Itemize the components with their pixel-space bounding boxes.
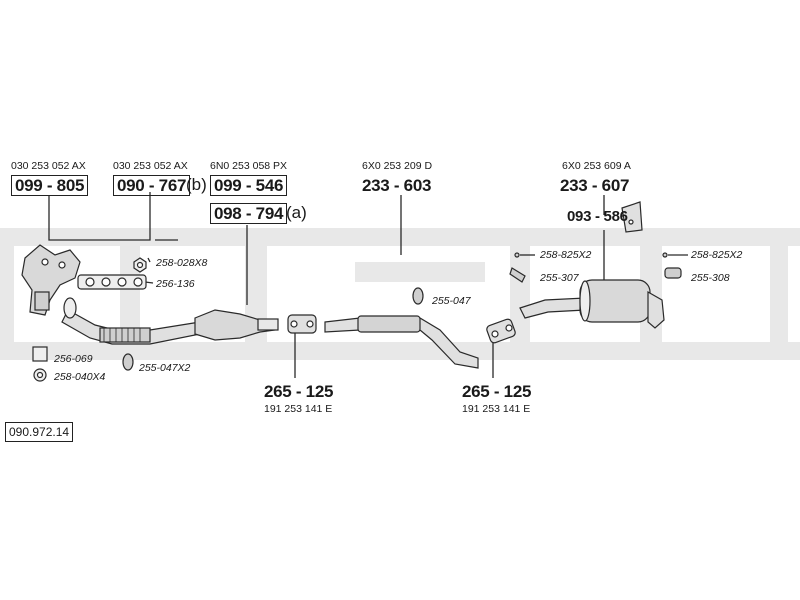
- gasket-ring: [32, 346, 48, 382]
- clamp-rear: [486, 318, 516, 344]
- reference-number: 090.972.14: [5, 422, 74, 442]
- oem-number: 6X0 253 609 A: [562, 160, 631, 172]
- oem-number: 030 253 052 AX: [11, 160, 86, 172]
- leader-line: [48, 192, 151, 241]
- small-part-label: 256-136: [156, 278, 195, 290]
- part-number: 098 - 794: [210, 203, 288, 224]
- rubber-mount: [122, 287, 424, 371]
- part-number: 099 - 805: [11, 175, 89, 196]
- oem-number: 191 253 141 E: [462, 403, 531, 415]
- oem-number: 6N0 253 058 PX: [210, 160, 288, 172]
- small-part-label: 256-069: [54, 353, 93, 365]
- small-part-label: 258-040X4: [54, 371, 106, 383]
- hanger-bolt: [509, 252, 682, 283]
- part-suffix: (a): [286, 203, 307, 222]
- rear-silencer: [519, 279, 665, 329]
- part-number: 090 - 767: [113, 175, 191, 196]
- clamp-front: [287, 314, 317, 334]
- small-part-label: 255-047X2: [139, 362, 191, 374]
- small-part-label: 258-028X8: [156, 257, 208, 269]
- nut: [133, 257, 147, 273]
- catalytic-converter: [194, 309, 279, 341]
- small-part-label: 255-307: [540, 272, 579, 284]
- manifold-gasket: [77, 274, 147, 290]
- small-part-label: 258-825X2: [540, 249, 592, 261]
- oem-number: 030 253 052 AX: [113, 160, 188, 172]
- leader-line: [147, 257, 151, 263]
- part-number: 099 - 546: [210, 175, 288, 196]
- exhaust-manifold: [21, 244, 81, 316]
- small-part-label: 258-825X2: [691, 249, 743, 261]
- part-suffix: (b): [186, 175, 207, 194]
- heat-shield: [621, 201, 643, 233]
- part-number: 265 - 125: [462, 382, 532, 401]
- small-part-label: 255-047: [432, 295, 471, 307]
- oem-number: 191 253 141 E: [264, 403, 333, 415]
- part-number: 233 - 603: [362, 176, 432, 195]
- part-number: 265 - 125: [264, 382, 334, 401]
- front-pipe: [61, 297, 201, 345]
- part-number: 233 - 607: [560, 176, 630, 195]
- part-number: 093 - 586: [567, 208, 628, 225]
- oem-number: 6X0 253 209 D: [362, 160, 433, 172]
- middle-silencer: [324, 315, 479, 369]
- small-part-label: 255-308: [691, 272, 730, 284]
